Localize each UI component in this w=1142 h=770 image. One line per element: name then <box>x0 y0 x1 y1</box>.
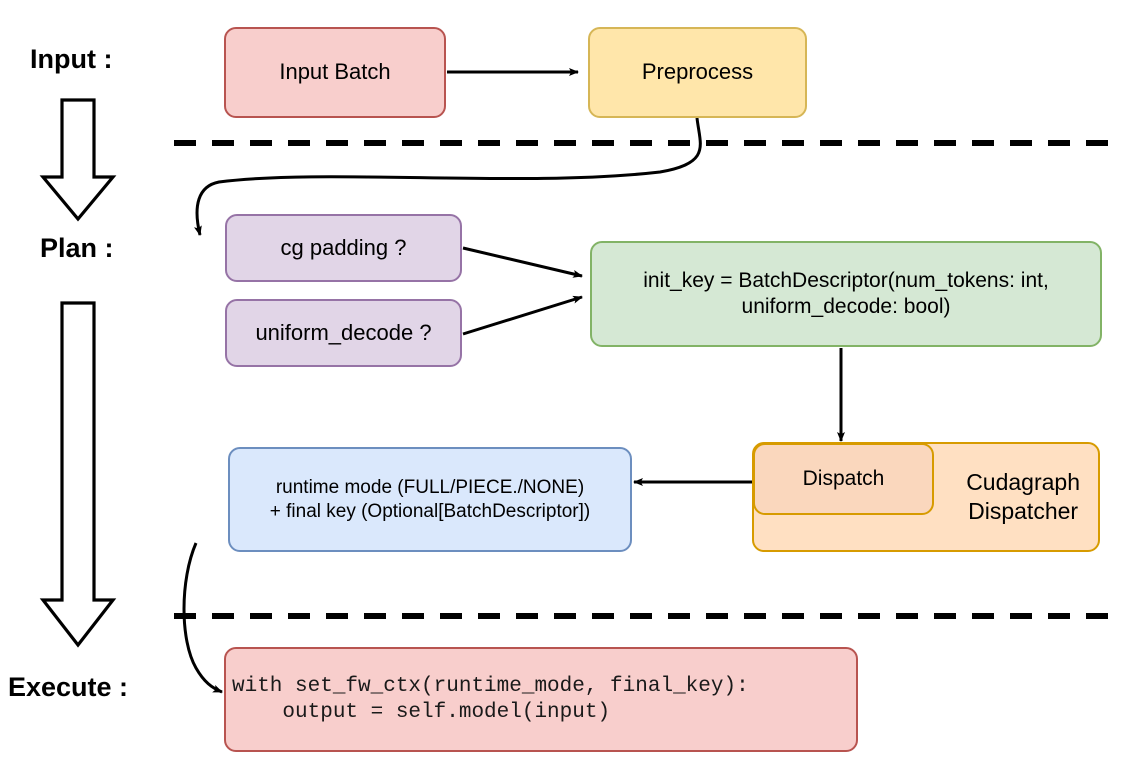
node-init-key-line1: init_key = BatchDescriptor(num_tokens: i… <box>643 269 1049 293</box>
stage-label-execute: Execute : <box>8 672 129 702</box>
node-init-key-line2: uniform_decode: bool) <box>741 295 951 318</box>
node-input-batch[interactable]: Input Batch <box>224 27 446 118</box>
node-cg-padding[interactable]: cg padding ? <box>225 214 462 282</box>
edge-runtimemode-to-execute <box>182 542 223 694</box>
edge-cgpadding-to-initkey <box>462 246 583 278</box>
node-runtime-mode-line2: + final key (Optional[BatchDescriptor]) <box>269 500 591 522</box>
node-runtime-mode[interactable]: runtime mode (FULL/PIECE./NONE) + final … <box>228 447 632 552</box>
node-cudagraph-dispatcher-line2: Dispatcher <box>968 498 1079 524</box>
node-execute-code-line2: output = self.model(input) <box>232 700 611 724</box>
node-input-batch-label: Input Batch <box>279 59 391 85</box>
edge-uniformdecode-to-initkey <box>462 295 583 336</box>
stage-label-plan: Plan : <box>40 233 114 263</box>
node-execute-code[interactable]: with set_fw_ctx(runtime_mode, final_key)… <box>224 647 858 752</box>
node-runtime-mode-line1: runtime mode (FULL/PIECE./NONE) <box>275 477 585 499</box>
node-preprocess[interactable]: Preprocess <box>588 27 807 118</box>
node-cg-padding-label: cg padding ? <box>280 234 407 260</box>
node-uniform-decode-label: uniform_decode ? <box>255 319 432 345</box>
stage-label-input: Input : <box>30 44 113 74</box>
node-dispatch[interactable]: Dispatch <box>753 443 934 515</box>
node-preprocess-label: Preprocess <box>641 59 754 85</box>
node-uniform-decode[interactable]: uniform_decode ? <box>225 299 462 367</box>
node-execute-code-line1: with set_fw_ctx(runtime_mode, final_key)… <box>232 674 749 698</box>
node-cudagraph-dispatcher-line1: Cudagraph <box>966 469 1080 496</box>
node-dispatch-label: Dispatch <box>802 467 885 491</box>
flow-arrow-input-to-plan <box>39 98 117 222</box>
node-cudagraph-dispatcher-label: Cudagraph Dispatcher <box>966 468 1098 526</box>
node-init-key[interactable]: init_key = BatchDescriptor(num_tokens: i… <box>590 241 1102 347</box>
flow-arrow-plan-to-execute <box>39 301 117 648</box>
